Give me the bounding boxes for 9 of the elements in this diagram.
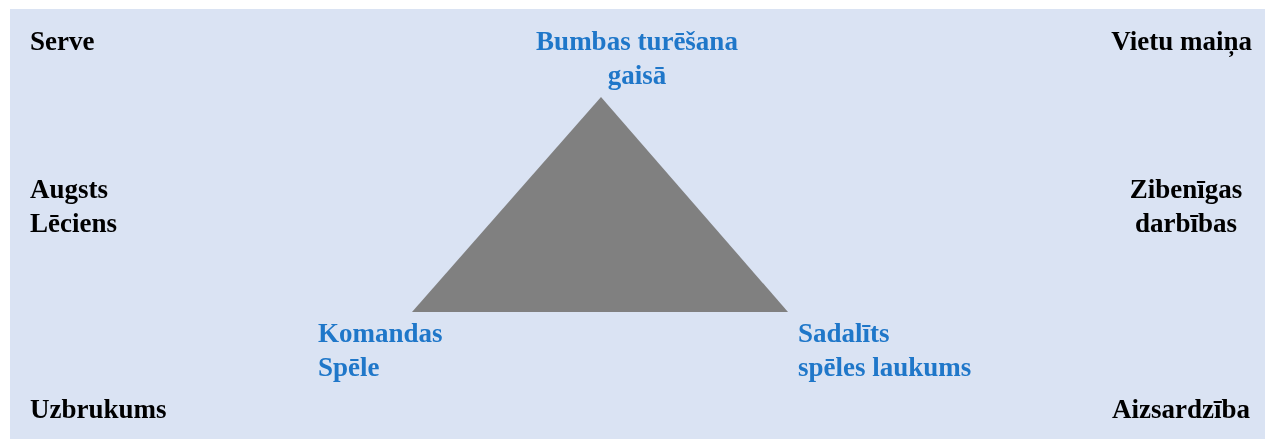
label-text: Sadalīts spēles laukums	[798, 317, 972, 384]
label-text: Bumbas turēšana gaisā	[536, 25, 738, 92]
label-text: Augsts Lēciens	[30, 173, 117, 240]
label-text: Serve	[30, 25, 95, 58]
label-text: Zibenīgas darbības	[1129, 173, 1243, 240]
label-text: Komandas Spēle	[318, 317, 443, 384]
label-text: Uzbrukums	[30, 393, 167, 426]
label-text: Vietu maiņa	[1111, 25, 1252, 58]
label-text: Aizsardzība	[1112, 393, 1250, 426]
